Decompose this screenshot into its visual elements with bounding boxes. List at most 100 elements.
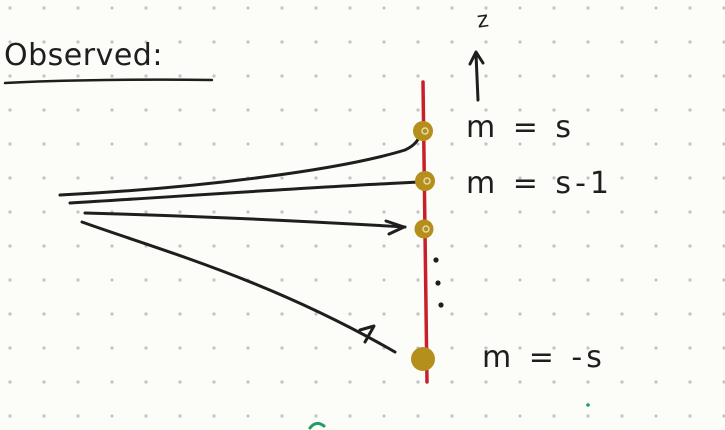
grid-dot [76, 278, 80, 282]
grid-dot [586, 380, 590, 384]
grid-dot [586, 6, 590, 10]
grid-dot [314, 176, 318, 180]
grid-dot [42, 380, 46, 384]
grid-dot [314, 40, 318, 44]
grid-dot [722, 74, 725, 78]
grid-dot [382, 6, 386, 10]
grid-dot [450, 380, 454, 384]
grid-dot [518, 40, 522, 44]
grid-dot [688, 176, 692, 180]
grid-dot [518, 176, 522, 180]
grid-dot [484, 244, 488, 248]
state-dot-m-s [413, 121, 433, 141]
grid-dot [178, 346, 182, 350]
grid-dot [586, 74, 590, 78]
grid-dot [246, 74, 250, 78]
grid-dot [348, 6, 352, 10]
grid-dot [484, 108, 488, 112]
grid-dot [484, 142, 488, 146]
grid-dot [722, 108, 725, 112]
grid-dot [212, 210, 216, 214]
grid-dot [246, 414, 250, 418]
grid-dot [450, 346, 454, 350]
grid-dot [348, 40, 352, 44]
grid-dot [178, 312, 182, 316]
grid-dot [348, 312, 352, 316]
ellipsis-dot [438, 302, 444, 308]
grid-dot [586, 40, 590, 44]
grid-dot [314, 74, 318, 78]
grid-dot [722, 346, 725, 350]
grid-dot [246, 210, 250, 214]
grid-dot [620, 210, 624, 214]
grid-dot [8, 176, 12, 180]
grid-dot [382, 278, 386, 282]
title-underline [3, 78, 214, 85]
grid-dot [110, 74, 114, 78]
grid-dot [450, 6, 454, 10]
grid-dot [8, 380, 12, 384]
grid-dot [76, 108, 80, 112]
grid-dot [76, 74, 80, 78]
grid-dot [212, 142, 216, 146]
grid-dot [42, 40, 46, 44]
grid-dot [552, 380, 556, 384]
grid-dot [8, 6, 12, 10]
grid-dot [382, 244, 386, 248]
grid-dot [280, 380, 284, 384]
grid-dot [178, 6, 182, 10]
grid-dot [552, 312, 556, 316]
arrow-to-m-s [58, 132, 422, 197]
grid-dot [280, 108, 284, 112]
grid-dot [8, 40, 12, 44]
grid-dot [552, 210, 556, 214]
grid-dot [518, 210, 522, 214]
grid-dot [42, 210, 46, 214]
grid-dot [552, 6, 556, 10]
grid-dot [280, 244, 284, 248]
grid-dot [620, 6, 624, 10]
grid-dot [178, 414, 182, 418]
grid-dot [688, 142, 692, 146]
grid-dot [178, 210, 182, 214]
state-dot-m-minus-s [411, 347, 435, 371]
grid-dot [586, 142, 590, 146]
grid-dot [212, 74, 216, 78]
grid-dot [246, 346, 250, 350]
grid-dot [416, 414, 420, 418]
grid-dot [484, 278, 488, 282]
grid-dot [212, 312, 216, 316]
grid-dot [586, 414, 590, 418]
grid-dot [416, 278, 420, 282]
grid-dot [654, 176, 658, 180]
grid-dot [688, 346, 692, 350]
grid-dot [110, 176, 114, 180]
grid-dot [8, 312, 12, 316]
grid-dot [450, 312, 454, 316]
grid-dot [144, 414, 148, 418]
grid-dot [416, 380, 420, 384]
grid-dot [416, 108, 420, 112]
stray-dot [586, 403, 590, 407]
grid-dot [110, 6, 114, 10]
grid-dot [620, 142, 624, 146]
grid-dot [42, 74, 46, 78]
grid-dot [450, 414, 454, 418]
label-m-s-minus-1: m = s-1 [466, 166, 613, 201]
grid-dot [654, 278, 658, 282]
label-m-minus-s: m = -s [482, 340, 606, 375]
grid-dot [110, 346, 114, 350]
grid-dot [144, 346, 148, 350]
grid-dot [552, 278, 556, 282]
grid-dot [382, 210, 386, 214]
grid-dot [518, 142, 522, 146]
grid-dot [246, 40, 250, 44]
grid-dot [518, 312, 522, 316]
grid-dot [552, 176, 556, 180]
grid-dot [76, 414, 80, 418]
grid-dot [110, 244, 114, 248]
grid-dot [212, 40, 216, 44]
grid-dot [450, 210, 454, 214]
grid-dot [654, 312, 658, 316]
grid-dot [620, 414, 624, 418]
